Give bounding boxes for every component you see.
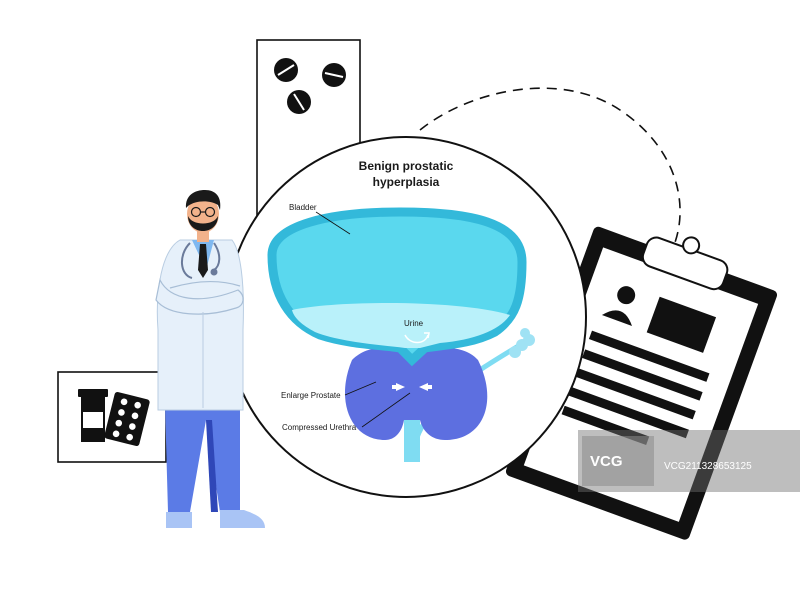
enlarged-prostate <box>344 347 488 440</box>
pill-icon <box>274 58 298 82</box>
pill-icon <box>287 90 311 114</box>
text-line <box>561 405 650 446</box>
pill-icon <box>322 63 346 87</box>
blister-pack-icon <box>104 391 150 447</box>
diagram-title-line1: Benign prostatic <box>359 159 454 173</box>
label-enlarged-prostate: Enlarge Prostate <box>281 391 341 400</box>
compression-arrows-icon <box>392 383 432 391</box>
watermark-logo-text: VCG <box>590 453 623 470</box>
text-line <box>582 349 703 401</box>
label-compressed-urethra: Compressed Urethra <box>282 423 357 432</box>
anatomy-circle: Benign prostatic hyperplasia Bladde <box>225 136 587 498</box>
label-bladder: Bladder <box>289 203 317 212</box>
doctor-hair <box>185 190 221 210</box>
medicine-bottle-icon <box>78 389 108 442</box>
watermark-logo-box <box>582 436 654 486</box>
doctor-shoe <box>166 512 192 528</box>
glasses-icon <box>190 206 216 218</box>
text-line <box>588 330 710 382</box>
medicine-card <box>57 371 167 463</box>
photo-block <box>646 296 717 353</box>
doctor-tie <box>198 244 208 278</box>
seminal-vesicle <box>509 328 535 358</box>
text-line <box>568 386 689 439</box>
clipboard-clip <box>641 236 729 291</box>
urine-flow-arrow-icon <box>404 334 429 344</box>
watermark-id-text: VCG211328653125 <box>664 461 752 472</box>
doctor-pants <box>165 405 240 512</box>
leader-line-bladder <box>315 211 351 235</box>
watermark: VCG VCG211328653125 <box>578 430 800 492</box>
doctor-figure <box>155 190 265 528</box>
leader-line-prostate <box>344 381 377 396</box>
patient-avatar-icon <box>601 286 636 327</box>
label-urine: Urine <box>404 319 424 328</box>
dashed-orbit-arc <box>419 87 681 251</box>
text-line <box>575 368 696 420</box>
diagram-title-line2: hyperplasia <box>373 175 440 189</box>
doctor-beard <box>188 216 218 231</box>
doctor-shoe <box>220 510 265 528</box>
doctor-arms <box>155 278 244 315</box>
urine <box>292 303 510 348</box>
leader-line-urethra <box>361 392 411 428</box>
